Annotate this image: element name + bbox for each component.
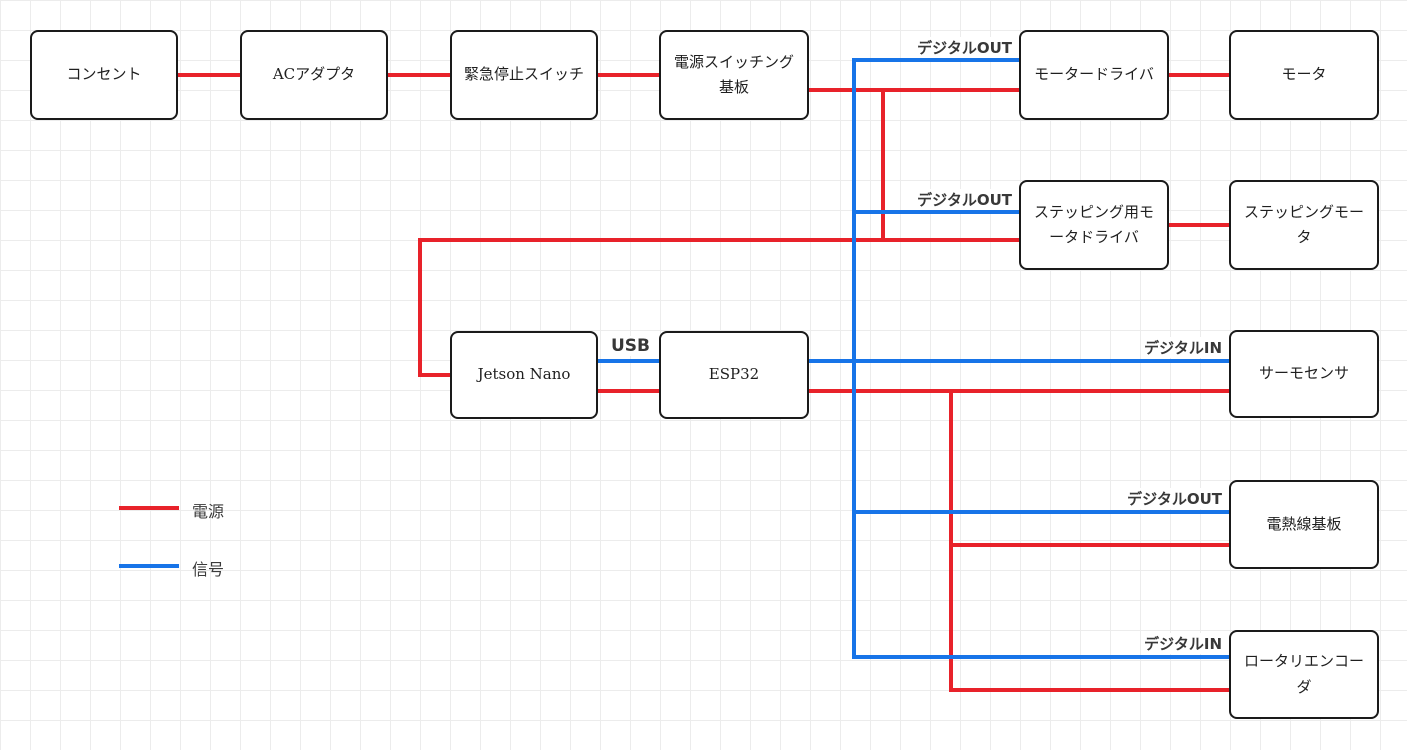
wire-power-down-to-jetson (418, 238, 422, 377)
wire-power-to-rotary-encoder (949, 688, 1229, 692)
wire-power-motor-driver-to-motor (1169, 73, 1229, 77)
wire-power-bus-to-stepping-driver (418, 238, 1019, 242)
wire-signal-vertical-bus (852, 58, 856, 659)
wire-power-stepping-driver-to-stepping-motor (1169, 223, 1229, 227)
wire-signal-to-heater-board (852, 510, 1229, 514)
wire-signal-usb-jetson-to-esp32 (598, 359, 659, 363)
edge-label-digital-in-thermo-sensor: デジタルIN (1141, 337, 1225, 358)
node-motor: モータ (1229, 30, 1379, 120)
wire-power-jetson-to-esp32 (598, 389, 659, 393)
wire-power-power-switching-to-motor-driver (809, 88, 1019, 92)
wire-signal-to-motor-driver (852, 58, 1019, 62)
node-heater-wire-board: 電熱線基板 (1229, 480, 1379, 569)
node-ac-adapter: ACアダプタ (240, 30, 388, 120)
wire-signal-esp32-to-thermo-sensor (808, 359, 1229, 363)
legend-power-line-swatch (119, 506, 179, 510)
node-stepping-motor: ステッピングモータ (1229, 180, 1379, 270)
edge-label-digital-out-stepping-driver: デジタルOUT (914, 189, 1015, 210)
node-power-switching-board: 電源スイッチング基板 (659, 30, 809, 120)
wire-power-into-jetson (418, 373, 450, 377)
wire-power-to-heater-board (949, 543, 1229, 547)
node-jetson-nano: Jetson Nano (450, 331, 598, 419)
edge-label-digital-in-rotary-encoder: デジタルIN (1141, 633, 1225, 654)
legend-signal-label: 信号 (192, 560, 225, 579)
node-rotary-encoder: ロータリエンコーダ (1229, 630, 1379, 719)
edge-label-digital-out-motor-driver: デジタルOUT (914, 37, 1015, 58)
legend-power-label: 電源 (192, 502, 225, 521)
wire-power-outlet-to-ac-adapter (178, 73, 240, 77)
node-esp32: ESP32 (659, 331, 809, 419)
wire-power-branch-vertical (881, 88, 885, 242)
wire-power-emergency-stop-to-power-switching (598, 73, 659, 77)
edge-label-digital-out-heater-board: デジタルOUT (1124, 488, 1225, 509)
node-outlet: コンセント (30, 30, 178, 120)
wire-signal-to-stepping-driver (852, 210, 1019, 214)
legend-signal-line-swatch (119, 564, 179, 568)
node-motor-driver: モータードライバ (1019, 30, 1169, 120)
node-thermo-sensor: サーモセンサ (1229, 330, 1379, 418)
node-stepping-motor-driver: ステッピング用モータドライバ (1019, 180, 1169, 270)
wire-signal-to-rotary-encoder (852, 655, 1229, 659)
node-emergency-stop-switch: 緊急停止スイッチ (450, 30, 598, 120)
wire-power-branch-down-right (949, 389, 953, 692)
wire-power-ac-adapter-to-emergency-stop (388, 73, 450, 77)
wire-power-esp32-to-thermo-sensor (808, 389, 1229, 393)
edge-label-usb: USB (608, 336, 654, 356)
